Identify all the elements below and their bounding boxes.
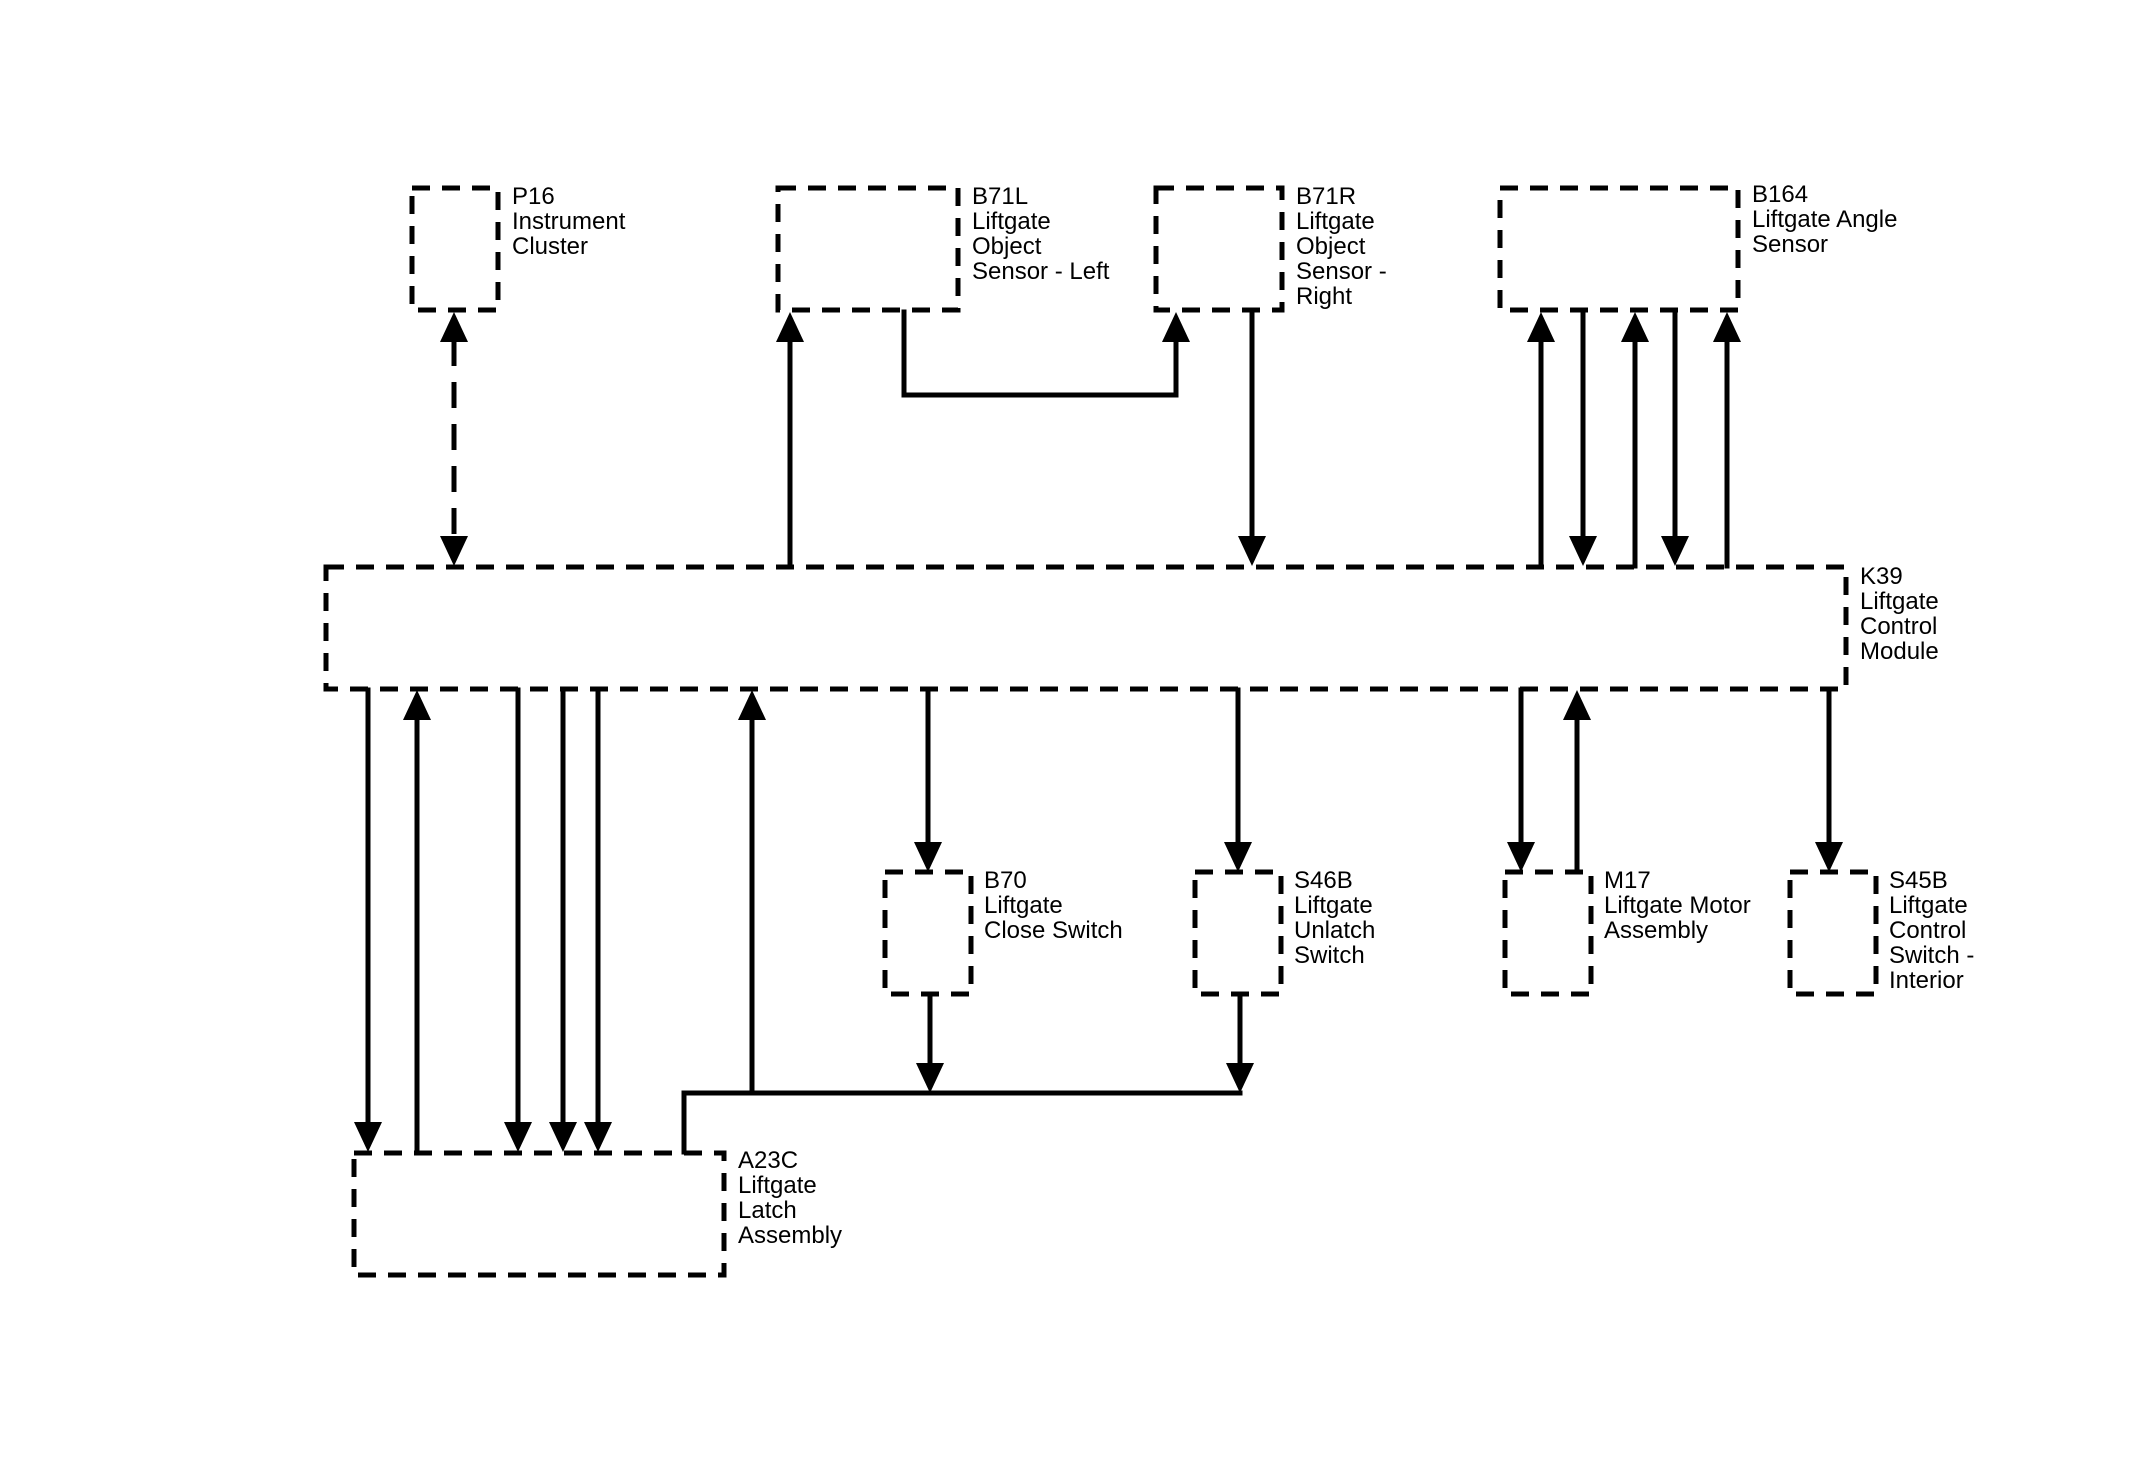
- arrow-down-icon: [1815, 842, 1843, 872]
- arrow-up-icon: [403, 690, 431, 720]
- arrow-down-icon: [584, 1122, 612, 1152]
- p16-box: [409, 185, 501, 313]
- arrow-down-icon: [1569, 536, 1597, 566]
- a23c-box: [351, 1150, 727, 1278]
- arrow-down-icon: [1238, 536, 1266, 566]
- p16-label: P16 Instrument Cluster: [512, 183, 632, 260]
- a23c-label: A23C Liftgate Latch Assembly: [738, 1147, 842, 1249]
- arrow-down-icon: [1507, 842, 1535, 872]
- s46b-box: [1192, 869, 1284, 997]
- b71l-label: B71L Liftgate Object Sensor - Left: [972, 183, 1110, 285]
- arrow-up-icon: [1563, 690, 1591, 720]
- arrow-down-icon: [1224, 842, 1252, 872]
- s45b-box: [1787, 869, 1879, 997]
- b71l-b71r-wire: [901, 309, 1179, 398]
- arrow-down-icon: [440, 536, 468, 566]
- arrow-up-icon: [1527, 312, 1555, 342]
- arrow-up-icon: [1713, 312, 1741, 342]
- arrow-up-icon: [776, 312, 804, 342]
- s46b-label: S46B Liftgate Unlatch Switch: [1294, 867, 1382, 969]
- b70-label: B70 Liftgate Close Switch: [984, 867, 1123, 944]
- k39-box: [323, 564, 1849, 692]
- arrow-up-icon: [1162, 312, 1190, 342]
- arrow-up-icon: [440, 312, 468, 342]
- b164-box: [1497, 185, 1741, 313]
- arrow-down-icon: [549, 1122, 577, 1152]
- b71r-label: B71R Liftgate Object Sensor - Right: [1296, 183, 1393, 310]
- arrow-down-icon: [1661, 536, 1689, 566]
- arrow-down-icon: [354, 1122, 382, 1152]
- arrow-down-icon: [914, 842, 942, 872]
- k39-label: K39 Liftgate Control Module: [1860, 563, 1945, 665]
- b164-label: B164 Liftgate Angle Sensor: [1752, 181, 1904, 258]
- arrow-down-icon: [916, 1063, 944, 1093]
- arrow-up-icon: [1621, 312, 1649, 342]
- m17-box: [1502, 869, 1594, 997]
- s45b-label: S45B Liftgate Control Switch - Interior: [1889, 867, 1981, 994]
- arrow-up-icon: [738, 690, 766, 720]
- arrow-down-icon: [1226, 1063, 1254, 1093]
- b71r-box: [1153, 185, 1285, 313]
- m17-label: M17 Liftgate Motor Assembly: [1604, 867, 1757, 944]
- b70-box: [882, 869, 974, 997]
- b71l-box: [775, 185, 961, 313]
- a23c-switch-bus-wire: [681, 1090, 1243, 1155]
- arrow-down-icon: [504, 1122, 532, 1152]
